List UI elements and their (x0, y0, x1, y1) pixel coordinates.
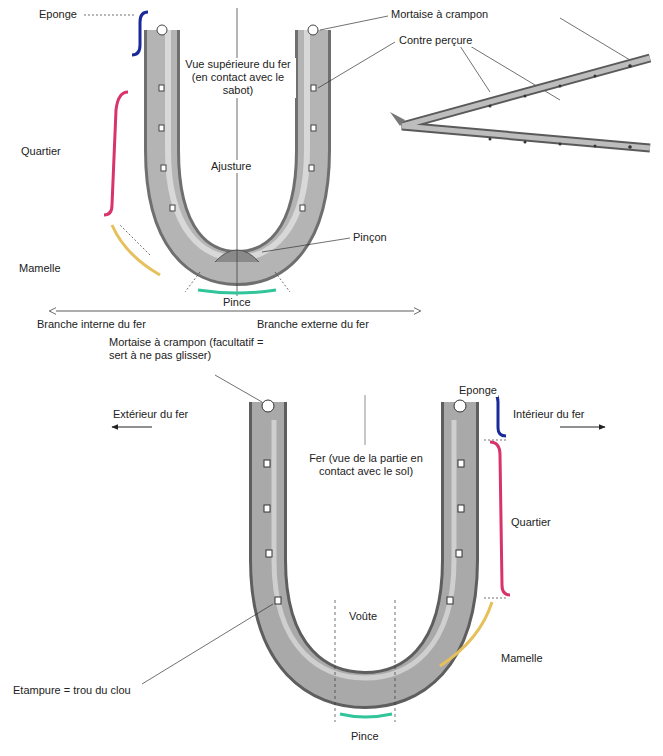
part-label: Quartier (510, 516, 552, 529)
part-label: Pinçon (352, 231, 388, 244)
part-label: Mortaise à crampon (390, 8, 489, 21)
part-label: Mortaise à crampon (facultatif = sert à … (108, 336, 280, 362)
part-label: Branche interne du fer (36, 318, 147, 331)
part-label: Quartier (20, 145, 62, 158)
part-label: Etampure = trou du clou (12, 684, 132, 697)
part-label: Mamelle (18, 262, 62, 275)
part-label: Branche externe du fer (256, 318, 370, 331)
part-label: Contre perçure (398, 34, 473, 47)
part-label: Eponge (38, 8, 78, 21)
part-label: Eponge (458, 384, 498, 397)
part-label: Mamelle (500, 652, 544, 665)
part-label: Intérieur du fer (512, 408, 586, 421)
part-label: Pince (222, 296, 252, 309)
part-label: Pince (350, 730, 380, 743)
part-label: Ajusture (210, 160, 252, 173)
part-label: Voûte (348, 610, 378, 623)
part-label: Vue supérieure du fer (en contact avec l… (180, 58, 296, 98)
part-label: Fer (vue de la partie en contact avec le… (306, 452, 426, 478)
part-label: Extérieur du fer (112, 408, 189, 421)
